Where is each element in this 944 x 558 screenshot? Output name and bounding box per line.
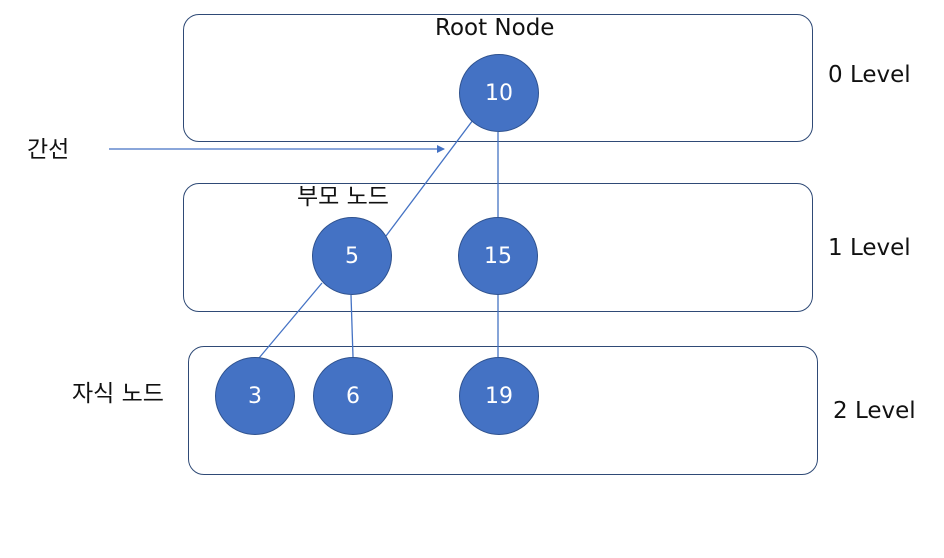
node-value: 15: [484, 243, 512, 269]
child-node-label: 자식 노드: [72, 381, 164, 407]
node-value: 3: [248, 383, 262, 409]
tree-node-5: 5: [312, 217, 392, 295]
tree-node-15: 15: [458, 217, 538, 295]
node-value: 6: [346, 383, 360, 409]
level-0-label: 0 Level: [828, 62, 911, 88]
edge-10-5: [385, 119, 474, 237]
parent-node-label: 부모 노드: [297, 184, 389, 210]
tree-node-19: 19: [459, 357, 539, 435]
edge-5-6: [350, 294, 354, 358]
tree-node-3: 3: [215, 357, 295, 435]
root-node-label: Root Node: [435, 15, 555, 41]
tree-node-10: 10: [459, 54, 539, 132]
node-value: 19: [485, 383, 513, 409]
node-value: 10: [485, 80, 513, 106]
node-value: 5: [345, 243, 359, 269]
edge-label: 간선: [27, 137, 70, 163]
level-2-label: 2 Level: [833, 398, 916, 424]
tree-node-6: 6: [313, 357, 393, 435]
level-1-label: 1 Level: [828, 235, 911, 261]
edge-5-3: [258, 282, 323, 359]
